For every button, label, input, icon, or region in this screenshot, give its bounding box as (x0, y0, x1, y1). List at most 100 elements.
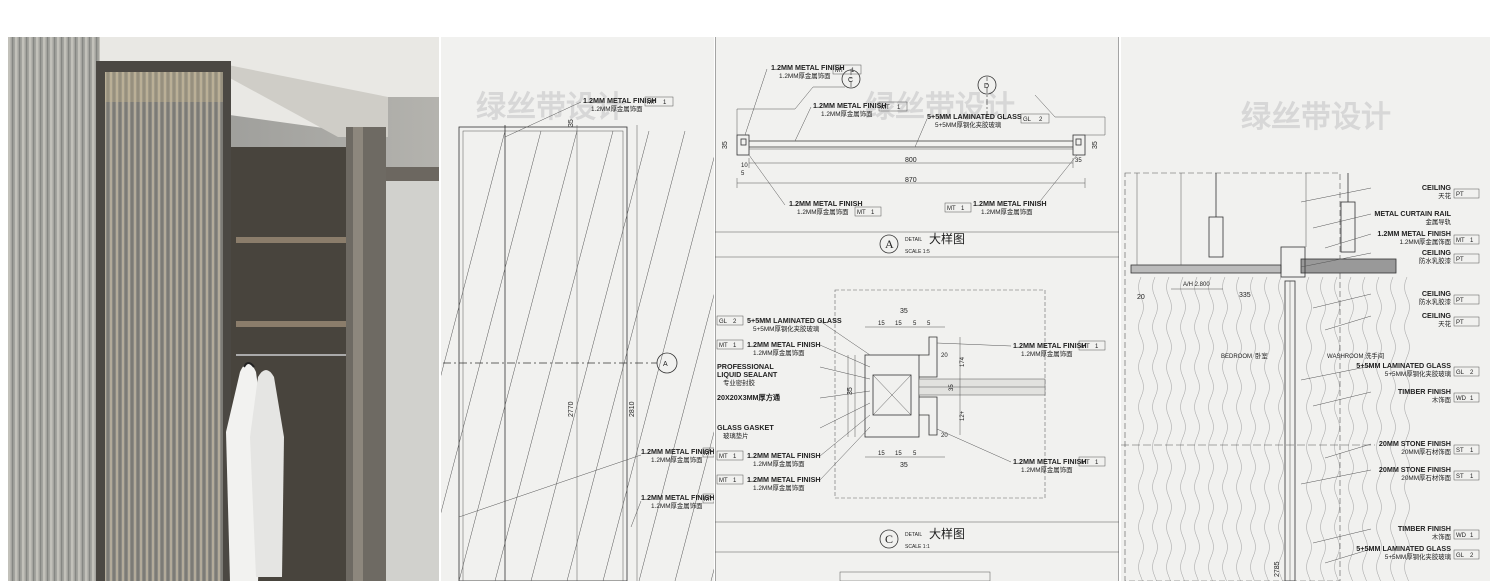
svg-text:木饰面: 木饰面 (1432, 395, 1452, 404)
label-metal-finish: 1.2MM METAL FINISH 1.2MM厚金属饰面 MT 1 (744, 63, 862, 136)
svg-text:335: 335 (1239, 292, 1251, 299)
svg-text:1.2MM厚金属饰面: 1.2MM厚金属饰面 (779, 71, 831, 80)
svg-text:20: 20 (941, 433, 948, 439)
label-metal-finish: 1.2MM METAL FINISH 1.2MM厚金属饰面 MT 1 (748, 154, 882, 217)
svg-text:GL: GL (1456, 553, 1465, 559)
svg-text:MT: MT (835, 68, 844, 74)
section-sheet: 绿丝带设计 20 335 2785 A/H 2.800 BEDROOM 卧室 W… (1121, 37, 1490, 581)
svg-text:MT: MT (719, 343, 728, 349)
svg-text:1: 1 (897, 105, 901, 111)
svg-text:ST: ST (1456, 474, 1464, 480)
svg-text:DETAIL: DETAIL (905, 532, 922, 538)
svg-text:1: 1 (1470, 533, 1474, 539)
svg-text:MT: MT (857, 210, 866, 216)
svg-text:5+5MM厚钢化夹胶玻璃: 5+5MM厚钢化夹胶玻璃 (753, 324, 820, 333)
svg-text:ST: ST (1456, 448, 1464, 454)
svg-text:1: 1 (961, 206, 965, 212)
dim-text: 2770 (568, 401, 575, 417)
wood-grain-line (1278, 276, 1284, 581)
svg-text:20MM STONE FINISH: 20MM STONE FINISH (1379, 465, 1451, 474)
svg-text:专业密封胶: 专业密封胶 (723, 378, 756, 387)
svg-text:870: 870 (905, 177, 917, 184)
dim-text: 2810 (629, 401, 636, 417)
svg-text:WD: WD (1456, 396, 1467, 402)
svg-text:1: 1 (1470, 396, 1474, 402)
svg-text:A/H 2.800: A/H 2.800 (1183, 282, 1210, 288)
svg-text:大样图: 大样图 (929, 231, 965, 246)
hatch-line (674, 431, 714, 581)
svg-text:SCALE 1:5: SCALE 1:5 (905, 249, 930, 255)
wood-grain-line (1222, 276, 1228, 581)
dim-text: 35 (568, 119, 575, 127)
fluted-wall (8, 37, 100, 581)
svg-text:5: 5 (913, 451, 917, 457)
detail-c-title: C DETAIL 大样图 SCALE 1:1 (879, 526, 965, 550)
svg-text:MT: MT (704, 451, 713, 457)
wood-grain-line (1390, 276, 1396, 581)
svg-text:1.2MM METAL FINISH: 1.2MM METAL FINISH (583, 96, 657, 105)
elevation-sheet: 绿丝带设计 35 2770 2810 A 1.2MM METAL FINISH … (441, 37, 714, 581)
section-marker-label: A (663, 361, 668, 368)
glass-hatch (441, 130, 714, 581)
watermark-text: 绿丝带设计 (1241, 100, 1391, 135)
label-laminated-glass: 5+5MM LAMINATED GLASS 5+5MM厚钢化夹胶玻璃 GL 2 (914, 112, 1050, 148)
svg-text:CEILING: CEILING (1422, 248, 1452, 257)
svg-text:1: 1 (1470, 238, 1474, 244)
svg-text:20: 20 (941, 353, 948, 359)
svg-text:PT: PT (1456, 192, 1464, 198)
svg-text:10: 10 (741, 163, 748, 169)
hatch-line (638, 293, 714, 581)
detail-c-label: 20X20X3MM厚方通 (717, 390, 871, 402)
svg-text:1.2MM厚金属饰面: 1.2MM厚金属饰面 (591, 104, 643, 113)
svg-text:1: 1 (1095, 344, 1099, 350)
hatch-line (441, 130, 542, 514)
hatch-line (710, 568, 714, 581)
wood-grain-line (1334, 276, 1340, 581)
svg-text:CEILING: CEILING (1422, 289, 1452, 298)
hatch-line (458, 130, 578, 581)
svg-text:玻璃垫片: 玻璃垫片 (723, 431, 749, 440)
wood-grain-line (1320, 276, 1326, 581)
svg-text:METAL CURTAIN RAIL: METAL CURTAIN RAIL (1374, 209, 1451, 218)
svg-text:MT: MT (719, 478, 728, 484)
svg-text:1.2MM厚金属饰面: 1.2MM厚金属饰面 (1400, 237, 1452, 246)
wood-grain-line (1180, 276, 1186, 581)
svg-text:MT: MT (881, 105, 890, 111)
svg-text:防水乳胶漆: 防水乳胶漆 (1419, 297, 1452, 306)
hatch-line (566, 130, 686, 581)
svg-text:金属导轨: 金属导轨 (1425, 217, 1451, 226)
svg-text:1.2MM厚金属饰面: 1.2MM厚金属饰面 (1021, 349, 1073, 358)
details-sheet: 绿丝带设计 800 870 35 35 10 5 (715, 37, 1119, 581)
svg-text:TIMBER FINISH: TIMBER FINISH (1398, 387, 1451, 396)
svg-text:GL: GL (1456, 370, 1465, 376)
svg-text:5: 5 (927, 321, 931, 327)
svg-text:15: 15 (895, 321, 902, 327)
svg-text:1.2MM厚金属饰面: 1.2MM厚金属饰面 (753, 348, 805, 357)
label-metal-finish: 1.2MM METAL FINISH 1.2MM厚金属饰面 MT 1 (504, 96, 674, 138)
svg-text:防水乳胶漆: 防水乳胶漆 (1419, 256, 1452, 265)
svg-text:1.2MM厚金属饰面: 1.2MM厚金属饰面 (651, 501, 703, 510)
svg-text:5: 5 (913, 321, 917, 327)
svg-text:174: 174 (960, 356, 966, 367)
svg-text:5: 5 (741, 171, 745, 177)
svg-text:木饰面: 木饰面 (1432, 532, 1452, 541)
svg-text:GL: GL (1023, 117, 1032, 123)
svg-text:12+: 12+ (960, 410, 966, 421)
svg-text:LIQUID SEALANT: LIQUID SEALANT (717, 370, 778, 379)
hatch-line (530, 130, 650, 581)
svg-text:DETAIL: DETAIL (905, 237, 922, 243)
svg-text:35: 35 (722, 141, 729, 149)
svg-text:1.2MM METAL FINISH: 1.2MM METAL FINISH (813, 101, 887, 110)
svg-text:35: 35 (847, 387, 854, 395)
svg-text:PT: PT (1456, 298, 1464, 304)
